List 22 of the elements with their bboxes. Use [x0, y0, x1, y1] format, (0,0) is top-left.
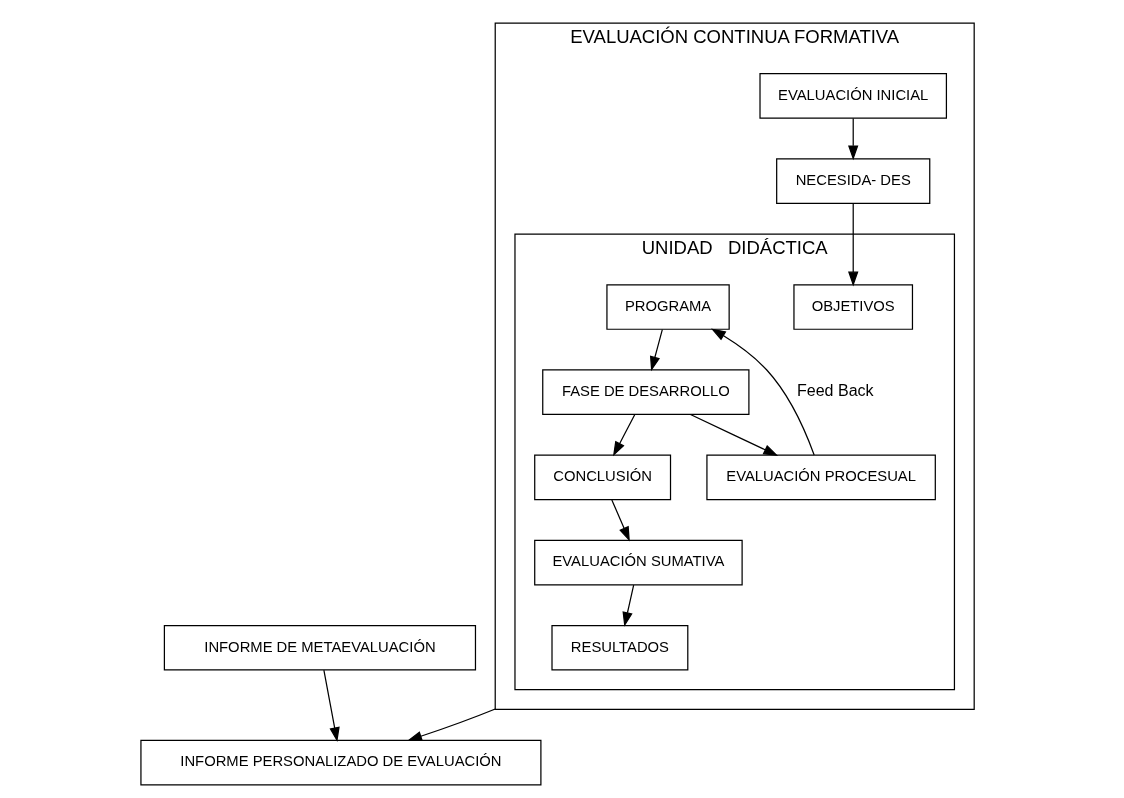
- node-box: EVALUACIÓN INICIAL: [758, 73, 947, 119]
- arrow: [689, 413, 778, 456]
- node-box: NECESIDA- DES: [775, 158, 930, 204]
- node-box: EVALUACIÓN SUMATIVA: [533, 539, 743, 586]
- node-box: OBJETIVOS: [792, 284, 913, 330]
- edge-label: Feed Back: [796, 381, 874, 400]
- node-box: RESULTADOS: [550, 624, 688, 671]
- node-box: INFORME PERSONALIZADO DE EVALUACIÓN: [139, 739, 541, 786]
- node-box: PROGRAMA: [605, 284, 730, 330]
- arrow: [612, 414, 635, 457]
- arrow: [847, 117, 858, 161]
- arrow: [847, 203, 858, 287]
- arrow: [610, 499, 630, 542]
- node-box: CONCLUSIÓN: [533, 454, 671, 501]
- node-box: EVALUACIÓN PROCESUAL: [705, 454, 936, 501]
- arrow: [622, 584, 634, 627]
- arrow: [322, 669, 340, 743]
- node-box: INFORME DE METAEVALUACIÓN: [163, 624, 476, 671]
- arrow: [649, 328, 663, 372]
- node-box: FASE DE DESARROLLO: [541, 369, 749, 416]
- arrow: [406, 708, 496, 742]
- arrow: [710, 328, 815, 456]
